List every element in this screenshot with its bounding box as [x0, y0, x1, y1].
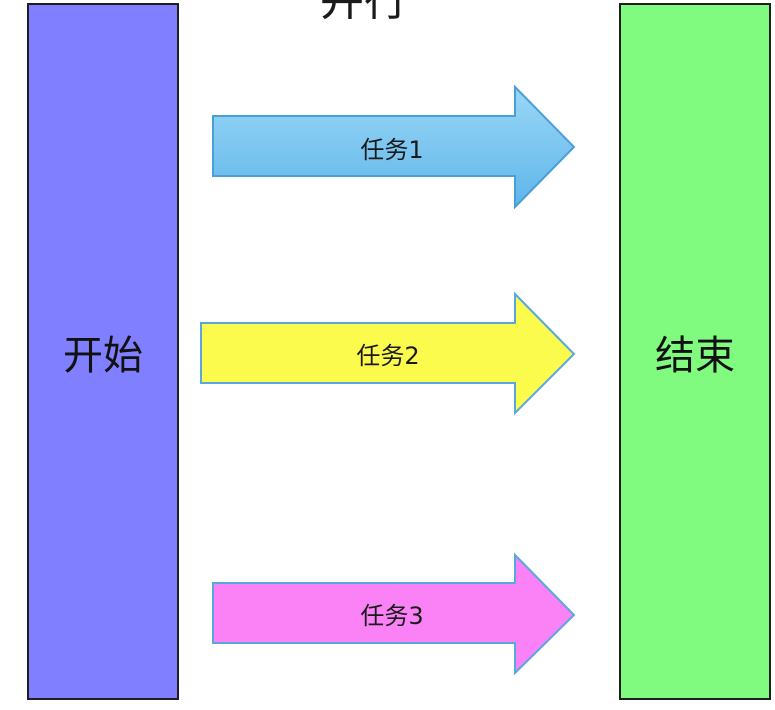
task-arrow-2-shape — [200, 291, 576, 416]
task-arrow-1-shape — [212, 84, 576, 210]
task-arrow-3-label: 任务3 — [360, 602, 423, 630]
diagram-title: 并行 — [320, 0, 408, 26]
task-arrow-1: 任务1 — [212, 84, 576, 210]
start-block: 开始 — [27, 3, 179, 700]
end-block-label: 结束 — [655, 332, 735, 379]
task-arrow-3: 任务3 — [212, 552, 576, 676]
task-arrow-3-shape — [212, 552, 576, 676]
end-block: 结束 — [619, 3, 771, 700]
start-block-label: 开始 — [63, 332, 143, 379]
task-arrow-2-label: 任务2 — [356, 342, 419, 370]
task-arrow-1-label: 任务1 — [360, 136, 423, 164]
task-arrow-2: 任务2 — [200, 291, 576, 416]
